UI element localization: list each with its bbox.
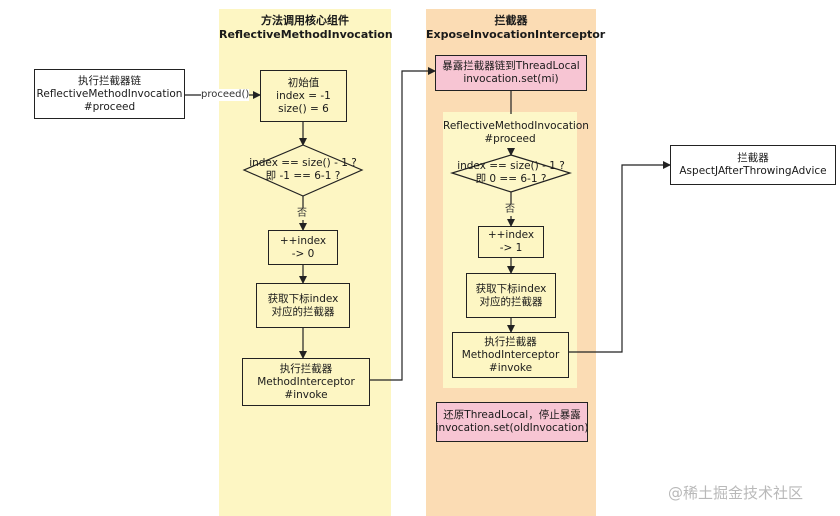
lane-title-cn: 拦截器 <box>494 14 528 27</box>
node-line: #invoke <box>284 388 328 401</box>
lane-title-expose-interceptor: 拦截器 ExposeInvocationInterceptor <box>426 14 606 42</box>
node-line: size() = 6 <box>278 102 329 115</box>
node-line: index = -1 <box>276 89 331 102</box>
node-execute-interceptor-right: 执行拦截器 MethodInterceptor #invoke <box>452 332 569 378</box>
node-line: MethodInterceptor <box>461 348 560 361</box>
inner-lane-title: ReflectiveMethodInvocation #proceed <box>443 120 589 146</box>
node-line: index == size() - 1 ? <box>249 157 357 169</box>
node-initial-values: 初始值 index = -1 size() = 6 <box>260 70 347 122</box>
lane-title-en: ExposeInvocationInterceptor <box>426 28 606 41</box>
lane-title-method-invocation: 方法调用核心组件 ReflectiveMethodInvocation <box>219 14 393 42</box>
node-expose-threadlocal: 暴露拦截器链到ThreadLocal invocation.set(mi) <box>435 55 587 91</box>
node-line: #proceed <box>83 100 136 113</box>
node-increment-index-left: ++index -> 0 <box>268 230 338 265</box>
node-get-interceptor-left: 获取下标index 对应的拦截器 <box>256 283 350 328</box>
node-line: 获取下标index <box>267 292 339 305</box>
decision-left-text: index == size() - 1 ? 即 -1 == 6-1 ? <box>244 157 362 183</box>
node-line: 还原ThreadLocal，停止暴露 <box>443 409 581 421</box>
node-line: MethodInterceptor <box>257 375 355 388</box>
no-edge-label-left: 否 <box>297 208 307 220</box>
node-line: ++index <box>487 229 535 241</box>
node-line: 即 0 == 6-1 ? <box>475 173 547 185</box>
node-line: invocation.set(mi) <box>463 73 559 85</box>
node-line: -> 0 <box>291 247 315 260</box>
node-line: ReflectiveMethodInvocation <box>36 87 183 100</box>
node-line: 执行拦截器 <box>484 335 537 348</box>
node-line: AspectJAfterThrowingAdvice <box>679 165 827 177</box>
node-get-interceptor-right: 获取下标index 对应的拦截器 <box>466 273 556 318</box>
node-line: 初始值 <box>287 76 320 89</box>
node-line: -> 1 <box>499 242 523 254</box>
node-line: 获取下标index <box>475 282 547 295</box>
node-line: 执行拦截器链 <box>78 74 141 87</box>
inner-lane-title-1: ReflectiveMethodInvocation <box>443 120 589 132</box>
lane-title-en: ReflectiveMethodInvocation <box>219 28 393 41</box>
node-line: 拦截器 <box>737 152 769 164</box>
decision-right-text: index == size() - 1 ? 即 0 == 6-1 ? <box>452 160 570 186</box>
node-increment-index-right: ++index -> 1 <box>478 226 544 258</box>
node-line: index == size() - 1 ? <box>457 160 565 172</box>
no-edge-label-right: 否 <box>505 204 515 216</box>
inner-lane-title-2: #proceed <box>484 133 536 145</box>
node-line: #invoke <box>488 361 533 374</box>
node-execute-interceptor-left: 执行拦截器 MethodInterceptor #invoke <box>242 358 370 406</box>
node-line: 对应的拦截器 <box>479 295 543 308</box>
start-node-execute-chain: 执行拦截器链 ReflectiveMethodInvocation #proce… <box>34 69 185 119</box>
node-line: 对应的拦截器 <box>271 305 335 318</box>
node-line: 暴露拦截器链到ThreadLocal <box>442 60 580 72</box>
end-node-aspectj-after-throwing: 拦截器 AspectJAfterThrowingAdvice <box>670 145 836 185</box>
node-line: 执行拦截器 <box>279 362 333 375</box>
watermark: @稀土掘金技术社区 <box>668 484 804 502</box>
node-line: invocation.set(oldInvocation) <box>435 422 589 434</box>
lane-title-cn: 方法调用核心组件 <box>261 14 349 27</box>
node-line: ++index <box>279 234 327 247</box>
node-restore-threadlocal: 还原ThreadLocal，停止暴露 invocation.set(oldInv… <box>436 402 588 442</box>
proceed-edge-label: proceed() <box>201 89 250 101</box>
node-line: 即 -1 == 6-1 ? <box>265 170 341 182</box>
